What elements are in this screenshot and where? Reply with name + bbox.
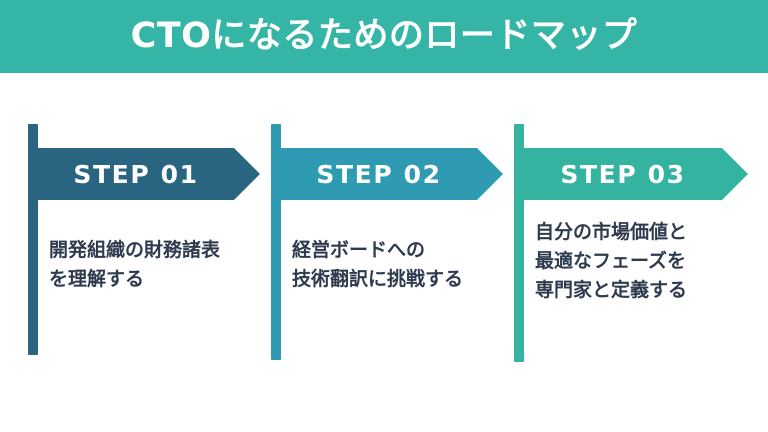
page-title: CTOになるためのロードマップ	[130, 16, 638, 56]
step-rail-03	[514, 124, 524, 362]
header-band: CTOになるためのロードマップ	[0, 0, 768, 73]
step-arrow-02: STEP 02	[271, 148, 503, 200]
step-description-03: 自分の市場価値と 最適なフェーズを 専門家と定義する	[535, 218, 747, 305]
step-label-01: STEP 01	[73, 159, 199, 189]
step-description-line: を理解する	[49, 268, 145, 290]
step-description-line: 開発組織の財務諸表	[49, 239, 221, 261]
step-item-01: STEP 01 開発組織の財務諸表 を理解する	[28, 73, 260, 432]
step-rail-02	[271, 124, 281, 360]
step-arrow-03: STEP 03	[514, 148, 748, 200]
step-arrow-01: STEP 01	[28, 148, 260, 200]
step-description-01: 開発組織の財務諸表 を理解する	[49, 236, 261, 294]
step-item-03: STEP 03 自分の市場価値と 最適なフェーズを 専門家と定義する	[514, 73, 748, 432]
step-label-03: STEP 03	[560, 159, 686, 189]
step-description-02: 経営ボードへの 技術翻訳に挑戦する	[292, 236, 504, 294]
step-item-02: STEP 02 経営ボードへの 技術翻訳に挑戦する	[271, 73, 503, 432]
step-description-line: 自分の市場価値と	[535, 221, 688, 243]
steps-container: STEP 01 開発組織の財務諸表 を理解する STEP 02 経営ボードへの …	[0, 73, 768, 432]
step-rail-01	[28, 124, 38, 355]
step-description-line: 技術翻訳に挑戦する	[292, 268, 464, 290]
step-description-line: 経営ボードへの	[292, 239, 426, 261]
step-description-line: 最適なフェーズを	[535, 250, 687, 272]
step-description-line: 専門家と定義する	[535, 279, 688, 301]
step-label-02: STEP 02	[316, 159, 442, 189]
